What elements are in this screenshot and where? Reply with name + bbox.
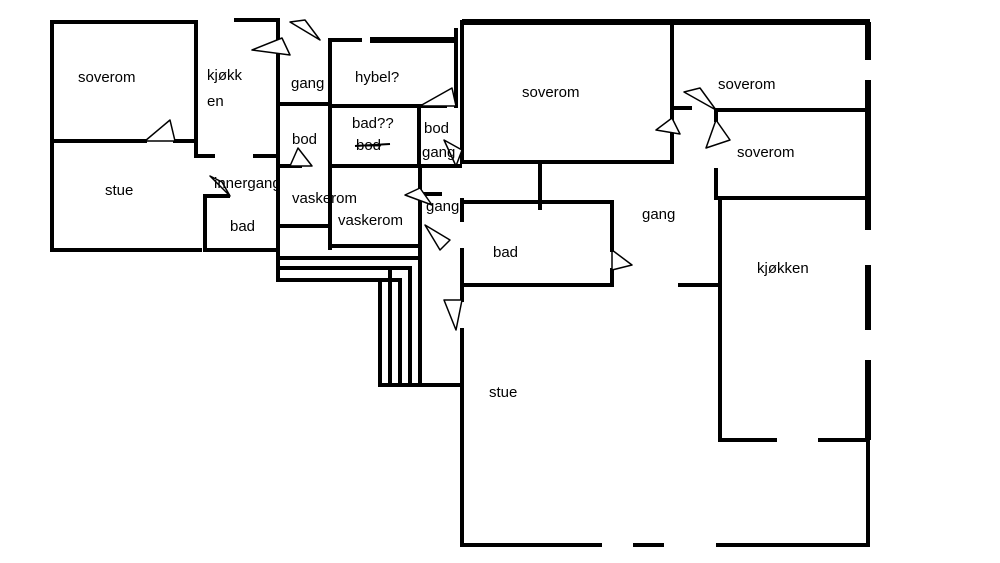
room-label-bad-1: bad xyxy=(230,218,255,235)
room-label-bod-2: bod xyxy=(424,120,449,137)
room-label-vaskerom-1: vaskerom xyxy=(292,190,357,207)
room-label-gang-1: gang xyxy=(291,75,324,92)
room-label-soverom-3: soverom xyxy=(718,76,776,93)
room-label-gang-2: gang xyxy=(422,144,455,161)
room-label-innergang: innergang xyxy=(214,175,281,192)
door-swings xyxy=(144,19,731,331)
room-label-kjokken-1b: en xyxy=(207,93,224,110)
room-label-bad-2: bad xyxy=(493,244,518,261)
room-label-stue-1: stue xyxy=(105,182,133,199)
room-label-hybel: hybel? xyxy=(355,69,399,86)
room-label-kjokken-1a: kjøkk xyxy=(207,67,242,84)
room-label-gang-4: gang xyxy=(642,206,675,223)
room-label-bod-1: bod xyxy=(292,131,317,148)
room-label-gang-3: gang xyxy=(426,198,459,215)
room-labels: soverom kjøkk en gang hybel? soverom sov… xyxy=(78,67,809,401)
room-label-bad-q: bad?? xyxy=(352,115,394,132)
walls xyxy=(50,18,871,547)
strike-through-line xyxy=(354,143,391,147)
room-label-vaskerom-2: vaskerom xyxy=(338,212,403,229)
room-label-soverom-2: soverom xyxy=(522,84,580,101)
room-label-stue-2: stue xyxy=(489,384,517,401)
room-label-soverom-4: soverom xyxy=(737,144,795,161)
room-label-soverom-1: soverom xyxy=(78,69,136,86)
room-label-kjokken-2: kjøkken xyxy=(757,260,809,277)
